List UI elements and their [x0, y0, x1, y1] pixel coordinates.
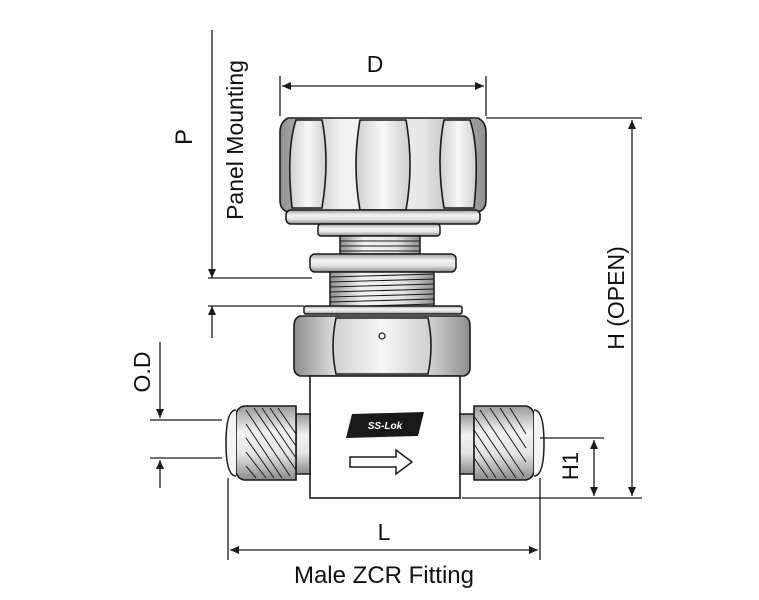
arrow-right-icon [349, 448, 414, 476]
label-h1: H1 [558, 452, 583, 480]
brand-logo: SS-Lok [346, 412, 424, 438]
stem [317, 223, 441, 255]
label-h-open: H (OPEN) [603, 246, 629, 350]
caption-male-zcr-fitting: Male ZCR Fitting [294, 562, 474, 589]
threaded-bonnet [303, 271, 463, 315]
handle-knob [279, 117, 487, 225]
left-male-zcr-fitting [225, 405, 311, 481]
label-panel-mounting: Panel Mounting [222, 60, 248, 220]
right-male-zcr-fitting [459, 405, 545, 481]
label-od: O.D [129, 352, 155, 393]
svg-text:SS-Lok: SS-Lok [368, 421, 403, 432]
body-hex-nut [293, 315, 471, 377]
label-p: P [171, 129, 198, 145]
label-d: D [367, 51, 384, 77]
valve-body [309, 375, 461, 499]
panel-nut [309, 253, 457, 273]
label-l: L [378, 519, 391, 545]
dimension-lines [150, 30, 642, 560]
